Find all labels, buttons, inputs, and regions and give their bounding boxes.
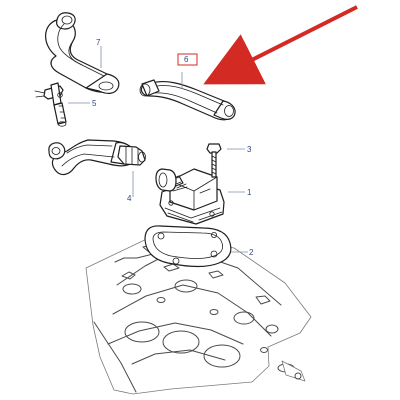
callout-separator-1: 1 <box>247 188 252 197</box>
oil-separator <box>155 168 225 225</box>
gasket <box>144 225 232 268</box>
callout-connector-5: 5 <box>92 99 97 108</box>
hose-4 <box>48 139 146 176</box>
callout-hose-6: 6 <box>184 55 189 64</box>
callout-gasket-2: 2 <box>249 248 254 257</box>
callout-bolt-3: 3 <box>247 145 252 154</box>
connector-5 <box>34 82 67 127</box>
highlight-arrow <box>203 5 358 85</box>
hose-7 <box>45 12 120 94</box>
bolt <box>206 143 222 178</box>
callout-hose-7: 7 <box>96 38 101 47</box>
hose-6 <box>139 79 236 121</box>
highlight-box-hose-6 <box>177 53 198 66</box>
callout-hose-4: 4 <box>127 194 132 203</box>
engine-block <box>85 234 312 395</box>
leader-lines <box>68 46 248 253</box>
